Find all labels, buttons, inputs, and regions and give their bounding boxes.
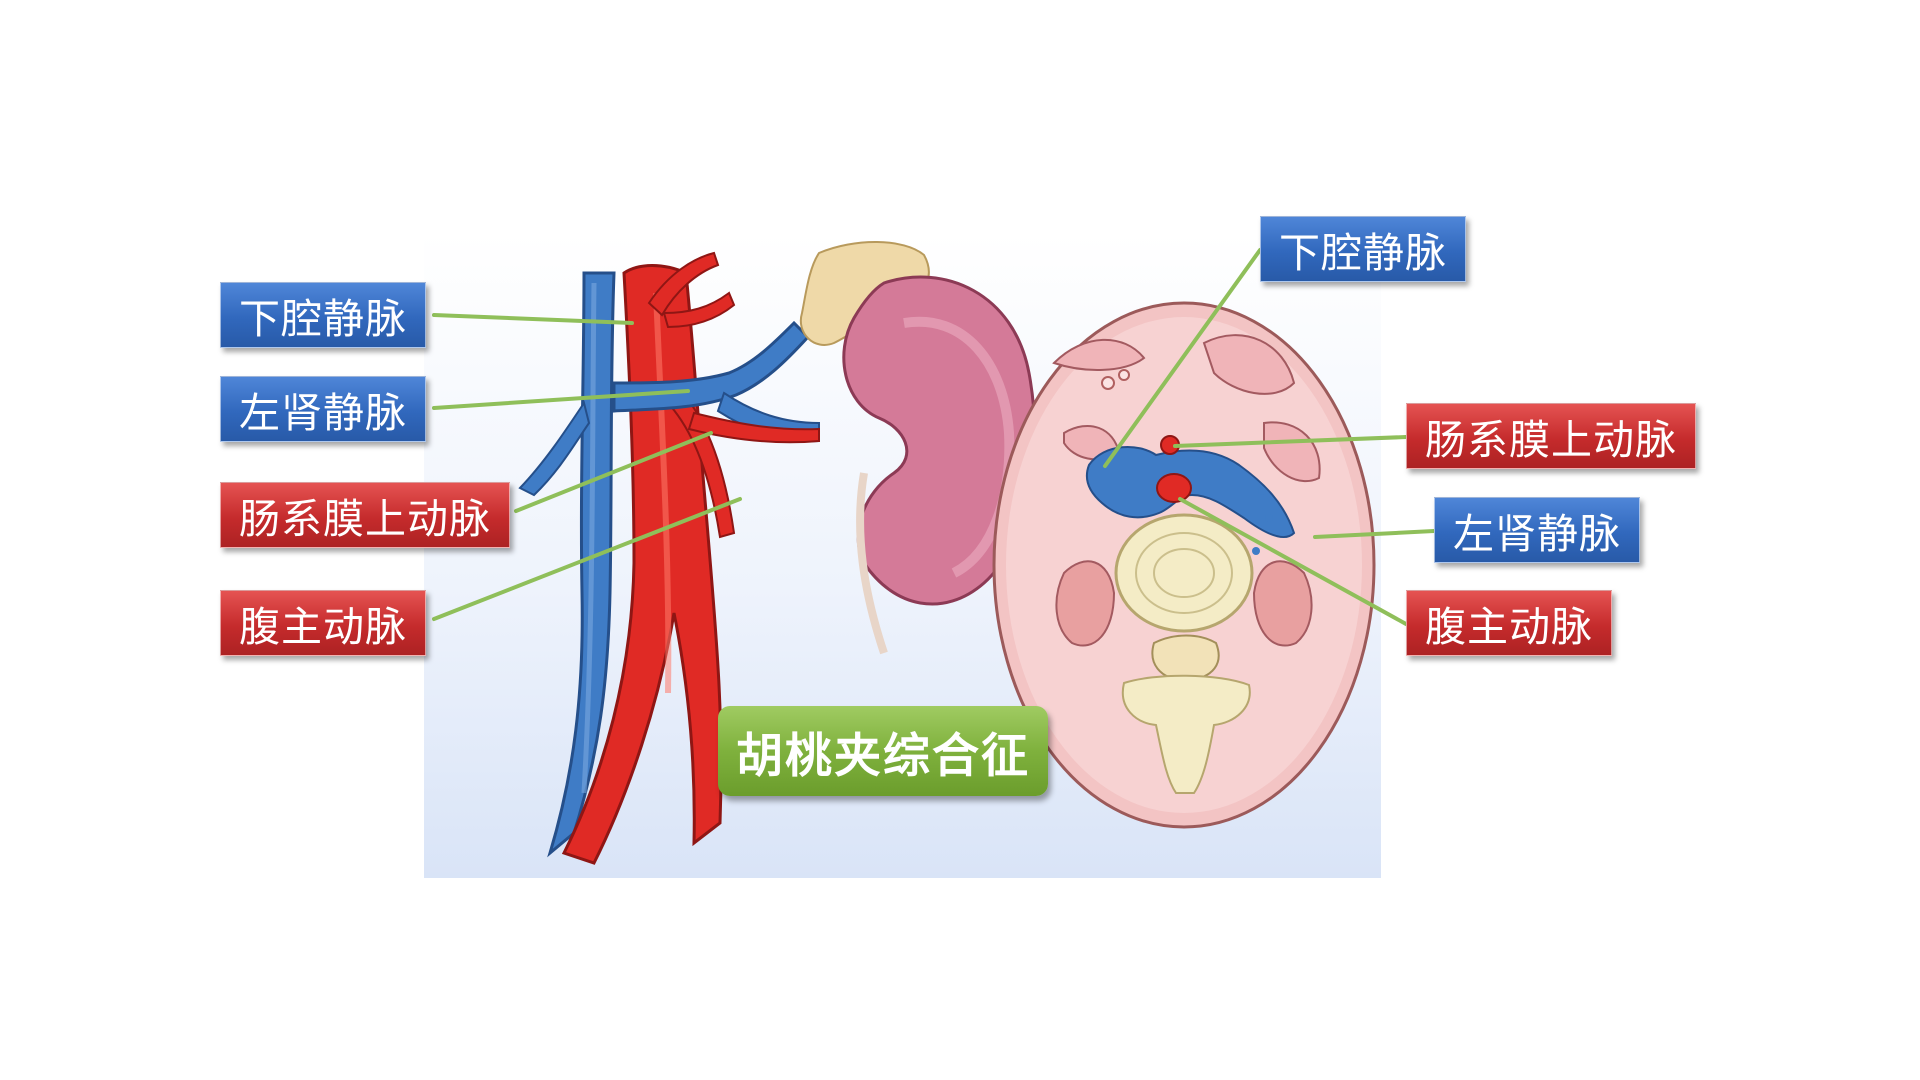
cross-section-sma bbox=[1160, 435, 1180, 455]
cross-section-aorta bbox=[1156, 473, 1192, 503]
label-left-superior-mesenteric-artery: 肠系膜上动脉 bbox=[220, 482, 510, 548]
label-right-abdominal-aorta: 腹主动脉 bbox=[1406, 590, 1612, 656]
label-right-superior-mesenteric-artery: 肠系膜上动脉 bbox=[1406, 403, 1696, 469]
label-right-inferior-vena-cava: 下腔静脉 bbox=[1260, 216, 1466, 282]
label-left-left-renal-vein: 左肾静脉 bbox=[220, 376, 426, 442]
title-badge: 胡桃夹综合征 bbox=[718, 706, 1048, 796]
label-left-abdominal-aorta: 腹主动脉 bbox=[220, 590, 426, 656]
label-left-inferior-vena-cava: 下腔静脉 bbox=[220, 282, 426, 348]
label-right-left-renal-vein: 左肾静脉 bbox=[1434, 497, 1640, 563]
